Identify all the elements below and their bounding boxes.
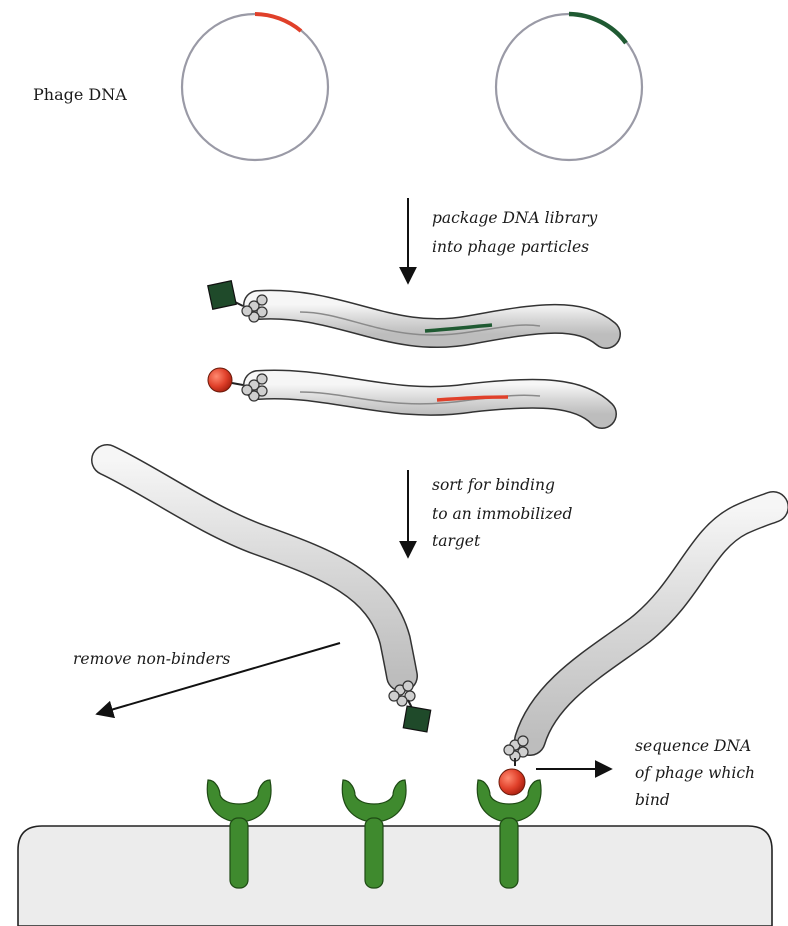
phage-nonbinder [107,460,431,732]
sort-label-line1: sort for binding [432,476,555,494]
phage-dna-circle-green [496,14,642,160]
phage-dna-label: Phage DNA [33,85,127,104]
red-peptide-ball [208,368,232,392]
phage-particle-green [208,281,606,335]
sequence-label-line2: of phage which [635,764,755,782]
package-label-line1: package DNA library [432,209,598,227]
cell-surface [18,826,772,926]
green-peptide-square [208,281,236,309]
sequence-label-line1: sequence DNA [635,737,751,755]
remove-label: remove non-binders [73,650,230,668]
phage-binder [504,507,773,766]
sequence-label-line3: bind [635,791,670,809]
sort-label-line3: target [432,532,481,550]
package-label-line2: into phage particles [432,238,589,256]
phage-dna-circle-red [182,14,328,160]
sort-label-line2: to an immobilized [432,505,572,523]
bound-red-peptide [499,769,525,795]
phage-particle-red [208,368,602,414]
